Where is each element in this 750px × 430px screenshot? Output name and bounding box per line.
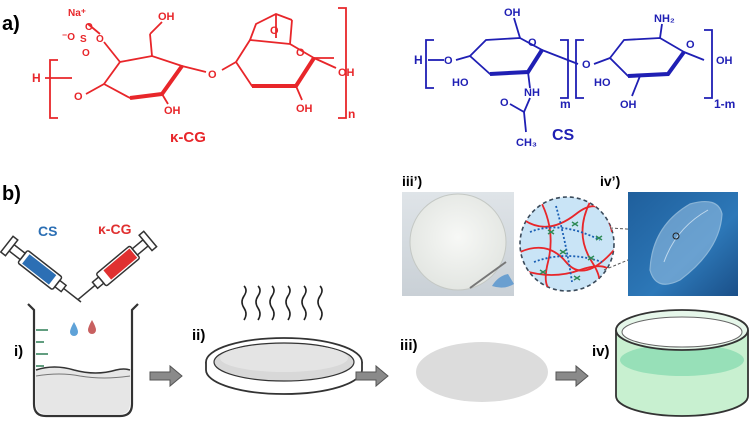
syringe-cs-label: CS: [38, 223, 57, 239]
kcg-sulfo-o-top: O: [85, 22, 93, 33]
cs-o-carbonyl: O: [500, 97, 509, 109]
syringe-cs: [0, 235, 82, 303]
kcg-o-ring2: O: [296, 47, 305, 59]
arrow-1-icon: [149, 364, 183, 388]
kcg-labels: Na⁺ O ⁻O S O O OH OH O O O OH OH H O n: [32, 8, 355, 121]
cs-nh: NH: [524, 87, 540, 99]
kcg-oh-ch2: OH: [158, 11, 175, 23]
kcg-right-bracket: [338, 7, 347, 119]
cs-ch3: CH₃: [516, 137, 537, 149]
photo-iv-prime-label: iv’): [600, 173, 620, 189]
network-zoom: [519, 196, 615, 292]
photo-iii-prime-label: iii’): [402, 173, 422, 189]
drop-red-icon: [88, 320, 96, 334]
cs-subscript-m: m: [560, 97, 571, 111]
kcg-o-left: O: [74, 91, 83, 103]
cs-ho-ring1: HO: [452, 77, 469, 89]
kcg-structure: [45, 7, 347, 119]
kcg-sulfo-o-right: O: [96, 34, 104, 45]
photo-film: [402, 192, 514, 296]
cs-right-bracket: [704, 29, 713, 99]
kcg-oh-ring1: OH: [164, 105, 181, 117]
petri-dish: [205, 285, 363, 395]
cs-name: CS: [552, 127, 575, 144]
step-i-label: i): [14, 343, 23, 360]
kcg-sulfo-o-bottom: O: [82, 48, 90, 59]
kcg-o-link: O: [208, 69, 217, 81]
cs-h-end: H: [414, 53, 423, 67]
photo-hydrogel: [628, 192, 738, 296]
beaker: [27, 303, 139, 418]
step-iii-label: iii): [400, 337, 418, 354]
kcg-h-end: H: [32, 71, 41, 85]
cs-subscript-1m: 1-m: [714, 97, 735, 111]
cs-ho-ring2: HO: [594, 77, 611, 89]
kcg-left-bracket: [49, 59, 58, 119]
cs-nh2: NH₂: [654, 13, 675, 25]
panel-b-label: b): [2, 183, 21, 205]
kcg-sulfo-o-minus: ⁻O: [62, 32, 75, 43]
syringe-kcg: [77, 230, 158, 300]
syringe-kcg-label: κ-CG: [98, 221, 132, 237]
hydrogel-dish: [615, 309, 749, 417]
drop-blue-icon: [70, 322, 78, 336]
panel-a-label: a): [2, 13, 20, 35]
cs-oh-end: OH: [716, 55, 733, 67]
cs-o-ring1: O: [528, 37, 537, 49]
kcg-ring1: [102, 55, 184, 99]
cs-left-bracket: [425, 39, 434, 89]
cs-o-ring2: O: [686, 39, 695, 51]
cs-oh-ch2-1: OH: [504, 7, 521, 19]
kcg-oh-ring2-right: OH: [338, 67, 355, 79]
steam-icon: [241, 285, 323, 321]
arrow-2-icon: [355, 364, 389, 388]
kcg-name: κ-CG: [170, 129, 206, 146]
kcg-oh-ring2-bottom: OH: [296, 103, 313, 115]
cs-middle-bracket-right: [560, 39, 569, 99]
step-ii-label: ii): [192, 327, 205, 344]
cs-middle-bracket-left: [575, 39, 584, 99]
step-iv-label: iv): [592, 343, 610, 360]
cs-oh-ch2-2: OH: [620, 99, 637, 111]
cs-labels: H O OH O HO NH O CH₃ m O NH₂ O HO OH OH …: [414, 7, 735, 149]
arrow-3-icon: [555, 364, 589, 388]
cs-o-link: O: [582, 59, 591, 71]
kcg-subscript-n: n: [348, 107, 355, 121]
kcg-o-bridge: O: [270, 25, 279, 37]
kcg-sulfo-s: S: [80, 34, 87, 45]
film-disc: [416, 342, 548, 402]
kcg-na: Na⁺: [68, 8, 86, 19]
cs-structure: [425, 17, 713, 133]
cs-o-left: O: [444, 55, 453, 67]
